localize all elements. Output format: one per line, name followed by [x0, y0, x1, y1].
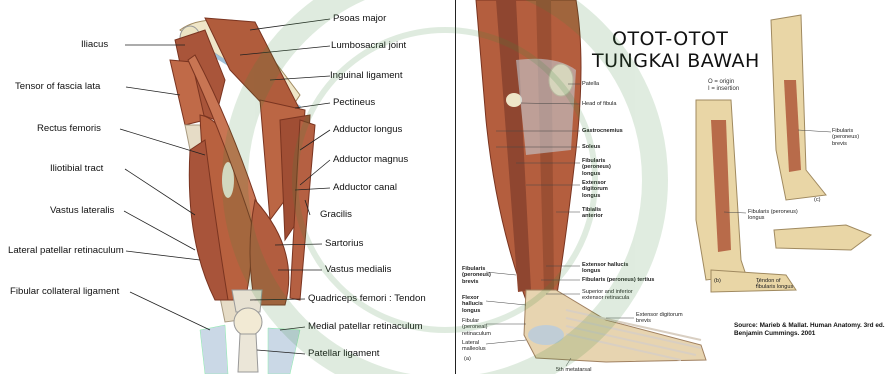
label-patellar-ligament: Patellar ligament	[308, 348, 379, 359]
label-lateral-patellar-retinaculum: Lateral patellar retinaculum	[8, 245, 124, 256]
label-extensor-digitorum-longus: Extensor digitorum longus	[582, 180, 608, 199]
label-vastus-lateralis: Vastus lateralis	[50, 205, 114, 216]
lower-leg-muscles-panel: OTOT-OTOT TUNGKAI BAWAH O = origin I = i…	[456, 0, 885, 374]
label-iliotibial-tract: Iliotibial tract	[50, 163, 103, 174]
label-panel-a: (a)	[464, 356, 471, 362]
label-rectus-femoris: Rectus femoris	[37, 123, 101, 134]
label-tensor-fascia-lata: Tensor of fascia lata	[15, 81, 100, 92]
label-fibularis-brevis-left: Fibularis (peroneus) brevis	[462, 266, 491, 285]
label-lateral-malleolus: Lateral malleolus	[462, 340, 486, 353]
label-adductor-magnus: Adductor magnus	[333, 154, 408, 165]
thigh-muscles-panel: Psoas major Iliacus Lumbosacral joint In…	[0, 0, 456, 374]
chart-title-line1: OTOT-OTOT	[612, 28, 728, 50]
label-fibularis-longus: Fibularis (peroneus) longus	[582, 158, 611, 177]
label-gastrocnemius: Gastrocnemius	[582, 128, 623, 134]
label-soleus: Soleus	[582, 144, 600, 150]
label-psoas-major: Psoas major	[333, 13, 386, 24]
label-superior-inferior-retinacula: Superior and inferior extensor retinacul…	[582, 289, 633, 302]
label-tibialis-anterior: Tibialis anterior	[582, 207, 603, 220]
label-extensor-hallucis-longus: Extensor hallucis longus	[582, 262, 628, 275]
legend-origin-insertion: O = origin I = insertion	[708, 79, 739, 93]
label-extensor-digitorum-brevis: Extensor digitorum brevis	[636, 312, 683, 325]
label-lumbosacral-joint: Lumbosacral joint	[331, 40, 406, 51]
label-fibular-retinaculum: Fibular (peroneal) retinaculum	[462, 318, 491, 337]
label-pectineus: Pectineus	[333, 97, 375, 108]
label-fibularis-brevis-right: Fibularis (peroneus) brevis	[832, 128, 859, 147]
label-iliacus: Iliacus	[81, 39, 108, 50]
label-fibularis-tertius: Fibularis (peroneus) tertius	[582, 277, 654, 283]
label-fibular-collateral-ligament: Fibular collateral ligament	[10, 286, 119, 297]
label-quadriceps-tendon: Quadriceps femori : Tendon	[308, 293, 426, 304]
label-panel-b: (b)	[714, 278, 721, 284]
label-adductor-canal: Adductor canal	[333, 182, 397, 193]
source-citation: Source: Marieb & Mallat. Human Anatomy. …	[734, 322, 885, 338]
label-flexor-hallucis-longus: Flexor hallucis longus	[462, 295, 483, 314]
label-vastus-medialis: Vastus medialis	[325, 264, 391, 275]
label-panel-c: (c)	[814, 197, 821, 203]
label-adductor-longus: Adductor longus	[333, 124, 402, 135]
label-tendon-fibularis-longus: Tendon of fibularis longus	[756, 278, 793, 291]
label-inguinal-ligament: Inguinal ligament	[330, 70, 403, 81]
label-patella: Patella	[582, 81, 599, 87]
chart-title-line2: TUNGKAI BAWAH	[592, 50, 760, 72]
label-gracilis: Gracilis	[320, 209, 352, 220]
label-sartorius: Sartorius	[325, 238, 363, 249]
label-fifth-metatarsal: 5th metatarsal	[556, 367, 591, 373]
label-head-of-fibula: Head of fibula	[582, 101, 617, 107]
label-fibularis-longus-b: Fibularis (peroneus) longus	[748, 209, 798, 222]
label-medial-patellar-retinaculum: Medial patellar retinaculum	[308, 321, 423, 332]
